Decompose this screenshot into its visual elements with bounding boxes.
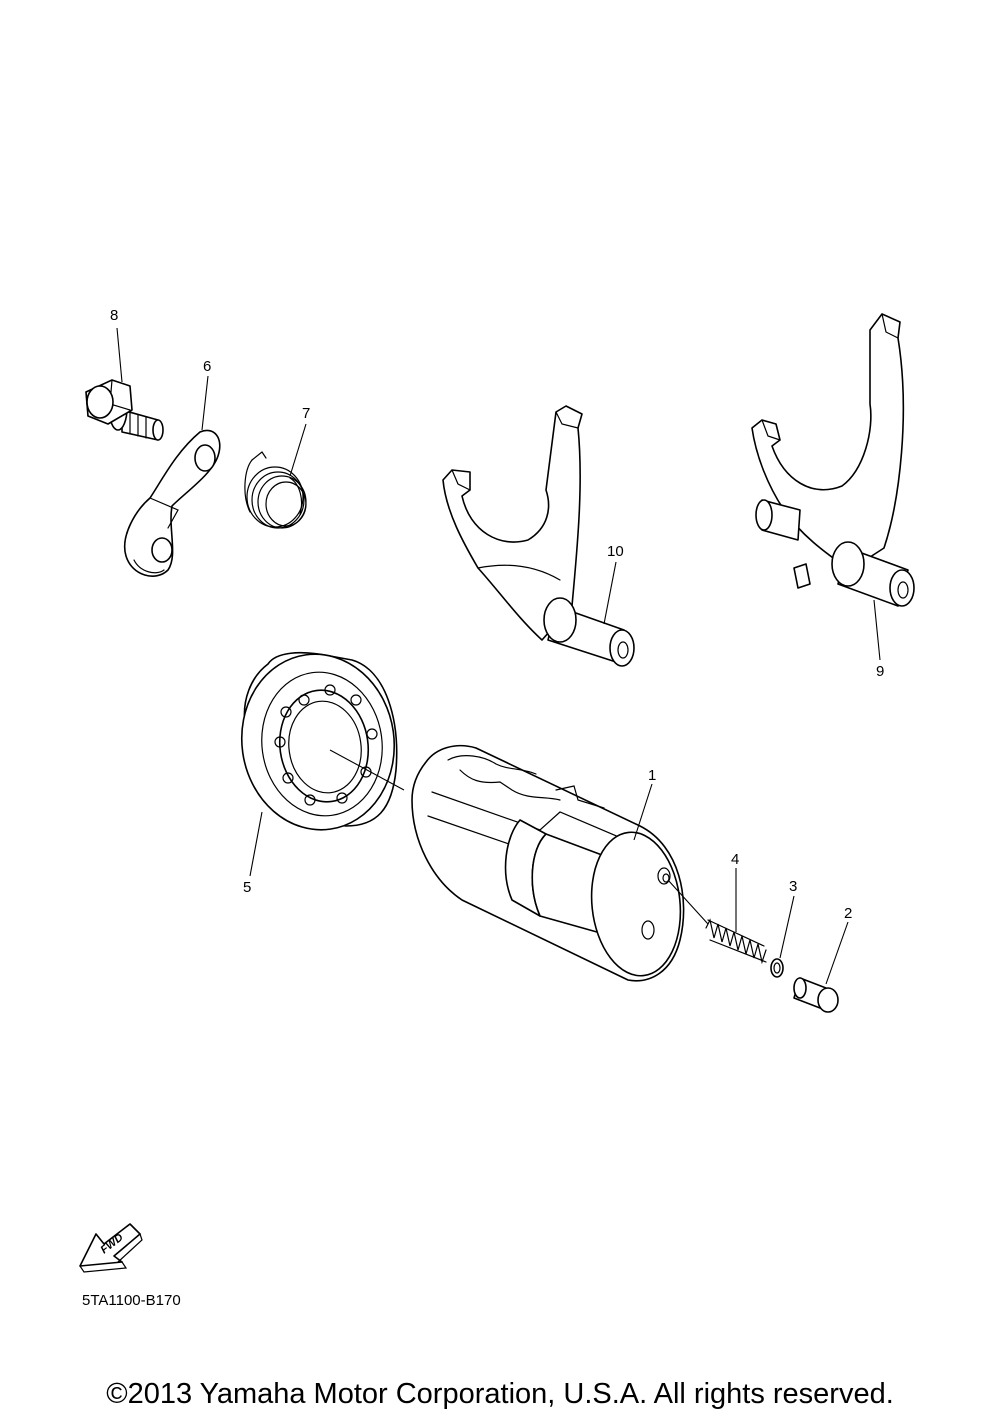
diagram-code: 5TA1100-B170 [82,1292,181,1309]
part-1-shift-drum [411,744,685,982]
callout-5: 5 [243,879,251,896]
part-9-shift-fork [751,313,915,607]
callout-1: 1 [648,767,656,784]
leader-lines [116,327,881,985]
part-5-bearing [240,651,398,831]
fwd-arrow-icon: FWD [79,1223,143,1273]
copyright-notice: ©2013 Yamaha Motor Corporation, U.S.A. A… [106,1378,894,1410]
part-8-flange-bolt [85,379,164,441]
callout-9: 9 [876,663,884,680]
callout-labels: 8 6 7 10 9 1 5 4 3 2 [110,307,884,922]
part-7-torsion-spring [244,451,307,529]
part-3-o-ring [770,958,784,978]
part-6-stopper-lever [123,429,221,577]
callout-2: 2 [844,905,852,922]
callout-10: 10 [607,543,624,560]
part-10-shift-fork [442,405,635,667]
part-2-plunger [793,977,839,1013]
callout-8: 8 [110,307,118,324]
callout-4: 4 [731,851,739,868]
part-4-compression-spring [705,918,767,965]
callout-3: 3 [789,878,797,895]
callout-6: 6 [203,358,211,375]
callout-7: 7 [302,405,310,422]
